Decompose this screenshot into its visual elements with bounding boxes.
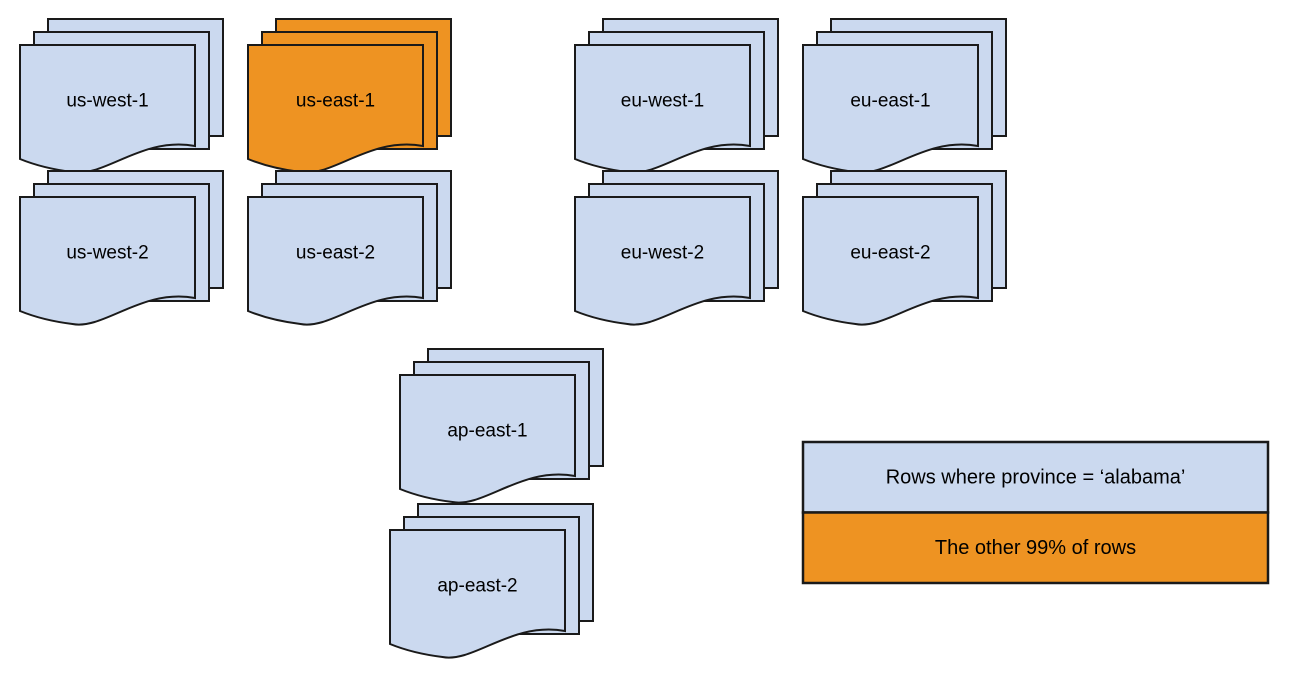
stack-sheet-front — [802, 196, 979, 326]
stack-sheet-front — [389, 529, 566, 659]
legend-normal-swatch — [801, 440, 1270, 514]
document-stack-us-west-2[interactable]: us-west-2 — [19, 170, 224, 326]
legend-highlight-swatch — [801, 511, 1270, 585]
document-stack-us-west-1[interactable]: us-west-1 — [19, 18, 224, 174]
legend-normal: Rows where province = ‘alabama’ — [801, 440, 1270, 514]
document-stack-eu-east-2[interactable]: eu-east-2 — [802, 170, 1007, 326]
stack-sheet-front — [19, 44, 196, 174]
document-stack-us-east-1[interactable]: us-east-1 — [247, 18, 452, 174]
stack-sheet-front — [574, 44, 751, 174]
legend: Rows where province = ‘alabama’The other… — [801, 440, 1270, 585]
document-stack-eu-west-2[interactable]: eu-west-2 — [574, 170, 779, 326]
stack-sheet-front — [574, 196, 751, 326]
document-stack-ap-east-2[interactable]: ap-east-2 — [389, 503, 594, 659]
stack-sheet-front — [247, 44, 424, 174]
document-stack-ap-east-1[interactable]: ap-east-1 — [399, 348, 604, 504]
stack-sheet-front — [399, 374, 576, 504]
document-stack-eu-east-1[interactable]: eu-east-1 — [802, 18, 1007, 174]
document-stack-us-east-2[interactable]: us-east-2 — [247, 170, 452, 326]
document-stack-eu-west-1[interactable]: eu-west-1 — [574, 18, 779, 174]
stack-sheet-front — [19, 196, 196, 326]
stack-sheet-front — [247, 196, 424, 326]
stack-sheet-front — [802, 44, 979, 174]
legend-highlight: The other 99% of rows — [801, 511, 1270, 585]
